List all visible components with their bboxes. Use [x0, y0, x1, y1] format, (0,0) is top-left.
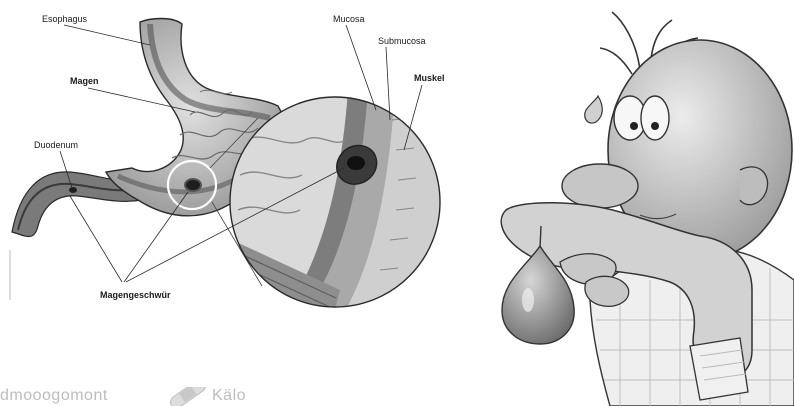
watermark-text-left: dmooogomont: [0, 387, 108, 405]
stomach-ulcer: [185, 179, 201, 191]
label-magengeschwuer: Magengeschwür: [100, 290, 171, 300]
stomach-diagram: Esophagus Magen Duodenum Mucosa Submucos…: [12, 14, 450, 320]
duodenum-ulcer: [69, 187, 77, 193]
bandaid-icon: [165, 387, 211, 406]
cartoon-character: [501, 12, 794, 406]
shirt-cuff: [690, 338, 748, 400]
nose: [562, 164, 638, 208]
sweat-drop: [585, 96, 603, 123]
label-mucosa: Mucosa: [333, 14, 365, 24]
right-eye: [641, 96, 669, 140]
watermark: dmooogomont Kälo: [0, 387, 260, 406]
label-muskel: Muskel: [414, 73, 445, 83]
label-magen: Magen: [70, 76, 99, 86]
watermark-text-right: Kälo: [212, 387, 246, 405]
label-duodenum: Duodenum: [34, 140, 78, 150]
label-esophagus: Esophagus: [42, 14, 88, 24]
label-submucosa: Submucosa: [378, 36, 426, 46]
